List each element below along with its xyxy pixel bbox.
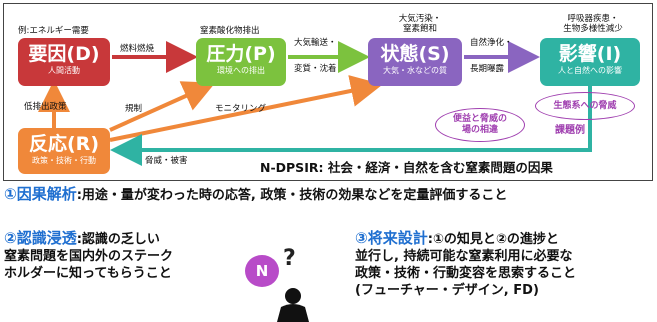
driver-box: 要因(D) 人間活動: [18, 38, 110, 86]
pressure-box: 圧力(P) 環境への排出: [196, 38, 286, 86]
item2-line2: 窒素問題を国内外のステーク: [4, 249, 174, 264]
item3-line3: 政策・技術・行動変容を思索すること: [355, 266, 577, 281]
item1-heading: ①因果解析: [4, 185, 77, 203]
item1-text: ①因果解析:用途・量が変わった時の応答, 政策・技術の効果などを定量評価すること: [4, 186, 507, 204]
item3-body: :①の知見と②の進捗と: [427, 232, 559, 247]
driver-example-label: 例:エネルギー需要: [18, 26, 89, 36]
ellipse-benefit-conflict: 便益と脅威の 場の相違: [435, 108, 525, 142]
ellipse-ecosystem-threat-text: 生態系への脅威: [553, 100, 617, 111]
item1-body: :用途・量が変わった時の応答, 政策・技術の効果などを定量評価すること: [76, 188, 508, 203]
item3-line2: 並行し, 持続可能な窒素利用に必要な: [355, 249, 573, 264]
arrow-label-monitoring: モニタリング: [215, 104, 267, 114]
item3-heading: ③将来設計: [355, 229, 428, 247]
ellipse-conflict-line1: 便益と脅威の: [452, 114, 507, 124]
person-icon: [277, 288, 309, 322]
impact-example-line2: 生物多様性減少: [563, 24, 623, 34]
pressure-title: 圧力(P): [206, 43, 276, 65]
impact-box: 影響(I) 人と自然への影響: [540, 38, 640, 86]
nitrogen-badge: N: [245, 255, 279, 287]
driver-sub: 人間活動: [48, 66, 80, 75]
arrow-label-regulation: 規制: [125, 104, 143, 114]
driver-title: 要因(D): [28, 43, 100, 65]
state-example-line1: 大気汚染・: [398, 14, 442, 24]
question-mark: ?: [283, 246, 296, 271]
arrow-label-transport-1: 大気輸送・: [294, 38, 337, 48]
impact-sub: 人と自然への影響: [558, 66, 622, 75]
item2-body: :認識の乏しい: [76, 232, 160, 247]
arrow-label-threat-damage: 脅威・被害: [145, 156, 188, 166]
state-example-line2: 窒素飽和: [402, 24, 437, 34]
impact-title: 影響(I): [558, 43, 622, 65]
item2-heading: ②認識浸透: [4, 229, 77, 247]
diagram-caption: N-DPSIR: 社会・経済・自然を含む窒素問題の因果: [260, 160, 553, 175]
item3-line4: (フューチャー・デザイン, FD): [355, 283, 539, 298]
item2-line3: ホルダーに知ってもらうこと: [4, 266, 172, 281]
state-sub: 大気・水などの質: [383, 66, 447, 75]
item3-text: ③将来設計:①の知見と②の進捗と 並行し, 持続可能な窒素利用に必要な 政策・技…: [355, 230, 576, 299]
impact-example-line1: 呼吸器疾患・: [567, 14, 619, 24]
example-issues-label: 課題例: [555, 125, 585, 136]
dpsir-diagram-frame: [3, 3, 653, 181]
state-title: 状態(S): [380, 43, 450, 65]
state-box: 状態(S) 大気・水などの質: [368, 38, 462, 86]
arrow-label-purification-2: 長期曝露: [470, 64, 505, 74]
pressure-example-label: 窒素酸化物排出: [200, 26, 260, 36]
arrow-label-fuel-combustion: 燃料燃焼: [120, 44, 155, 54]
response-sub: 政策・技術・行動: [32, 156, 96, 165]
arrow-response-state: [109, 75, 383, 142]
response-title: 反応(R): [29, 133, 99, 155]
impact-example-label: 呼吸器疾患・ 生物多様性減少: [548, 14, 638, 34]
arrow-response-pressure: [109, 81, 216, 132]
pressure-sub: 環境への排出: [217, 66, 265, 75]
ellipse-ecosystem-threat: 生態系への脅威: [535, 92, 635, 120]
ellipse-conflict-line2: 場の相違: [461, 125, 498, 135]
item2-text: ②認識浸透:認識の乏しい 窒素問題を国内外のステーク ホルダーに知ってもらうこと: [4, 230, 173, 282]
response-box: 反応(R) 政策・技術・行動: [18, 128, 110, 174]
arrow-label-low-emission-policy: 低排出政策: [24, 102, 67, 112]
state-example-label: 大気汚染・ 窒素飽和: [380, 14, 460, 34]
arrow-label-transport-2: 変質・沈着: [294, 64, 337, 74]
arrow-label-purification-1: 自然浄化・: [470, 38, 513, 48]
